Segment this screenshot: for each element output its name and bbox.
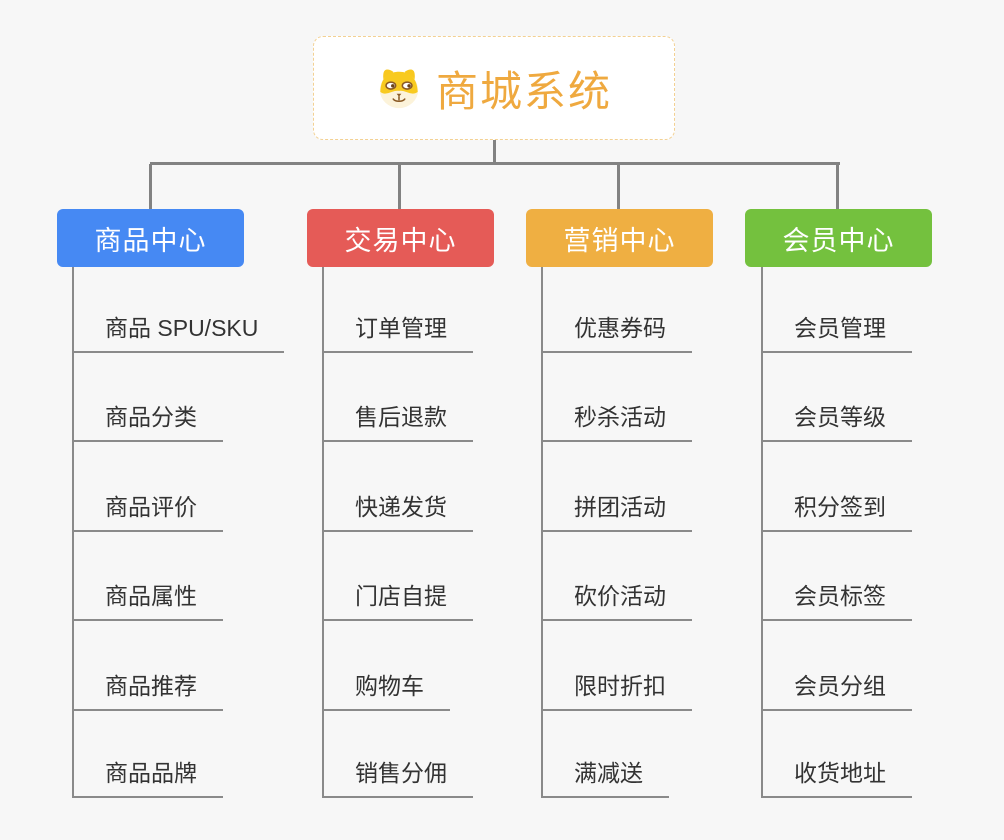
- connector-drop-product: [149, 164, 152, 209]
- spine-marketing-center: [541, 267, 543, 798]
- leaf-node[interactable]: 快递发货: [322, 492, 473, 532]
- connector-root-stub: [493, 140, 496, 163]
- leaf-node[interactable]: 会员标签: [761, 581, 912, 621]
- branch-label: 会员中心: [782, 225, 895, 256]
- connector-drop-member: [836, 164, 839, 209]
- leaf-node[interactable]: 限时折扣: [541, 671, 692, 711]
- connector-horizontal-bar: [150, 162, 840, 165]
- branch-node-product-center[interactable]: 商品中心: [57, 209, 244, 267]
- leaf-node[interactable]: 砍价活动: [541, 581, 692, 621]
- leaf-node[interactable]: 会员等级: [761, 402, 912, 442]
- root-node[interactable]: 商城系统: [313, 36, 675, 140]
- leaf-node[interactable]: 秒杀活动: [541, 402, 692, 442]
- leaf-node[interactable]: 会员分组: [761, 671, 912, 711]
- leaf-node[interactable]: 商品推荐: [72, 671, 223, 711]
- leaf-node[interactable]: 积分签到: [761, 492, 912, 532]
- leaf-node[interactable]: 收货地址: [761, 758, 912, 798]
- leaf-node[interactable]: 优惠券码: [541, 313, 692, 353]
- leaf-node[interactable]: 销售分佣: [322, 758, 473, 798]
- branch-node-member-center[interactable]: 会员中心: [745, 209, 932, 267]
- branch-node-trade-center[interactable]: 交易中心: [307, 209, 494, 267]
- leaf-node[interactable]: 购物车: [322, 671, 450, 711]
- leaf-node[interactable]: 订单管理: [322, 313, 473, 353]
- leaf-node[interactable]: 拼团活动: [541, 492, 692, 532]
- spine-member-center: [761, 267, 763, 798]
- leaf-node[interactable]: 门店自提: [322, 581, 473, 621]
- connector-drop-marketing: [617, 164, 620, 209]
- connector-drop-trade: [398, 164, 401, 209]
- leaf-node[interactable]: 售后退款: [322, 402, 473, 442]
- branch-node-marketing-center[interactable]: 营销中心: [526, 209, 713, 267]
- leaf-node[interactable]: 商品评价: [72, 492, 223, 532]
- root-node-label: 商城系统: [435, 67, 612, 115]
- spine-trade-center: [322, 267, 324, 798]
- leaf-node[interactable]: 商品属性: [72, 581, 223, 621]
- branch-label: 营销中心: [563, 225, 676, 256]
- spine-product-center: [72, 267, 74, 798]
- branch-label: 商品中心: [94, 225, 207, 256]
- leaf-node[interactable]: 满减送: [541, 758, 669, 798]
- branch-label: 交易中心: [344, 225, 457, 256]
- dog-icon: [376, 65, 422, 111]
- leaf-node[interactable]: 商品 SPU/SKU: [72, 313, 285, 353]
- leaf-node[interactable]: 商品分类: [72, 402, 223, 442]
- leaf-node[interactable]: 会员管理: [761, 313, 912, 353]
- leaf-node[interactable]: 商品品牌: [72, 758, 223, 798]
